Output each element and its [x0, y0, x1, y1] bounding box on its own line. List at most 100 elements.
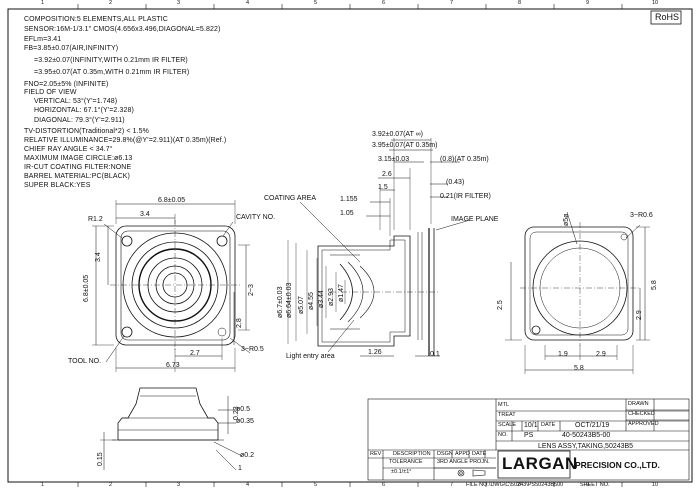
label-scale: SCALE — [498, 422, 517, 428]
border-number: 9 — [586, 0, 590, 6]
spec-line: CHIEF RAY ANGLE < 34.7° — [24, 146, 113, 153]
dim-width: 6.8±0.05 — [158, 197, 186, 204]
dim-side-0-35: ø0.35 — [236, 418, 254, 425]
border-number: 1 — [41, 482, 45, 488]
label-approved: APPROVED — [628, 421, 659, 427]
label-light-entry: Light entry area — [286, 353, 335, 360]
dim-height: 6.8±0.05 — [83, 274, 90, 302]
spec-line: FNO=2.05±5% (INFINITE) — [24, 81, 109, 88]
dim-side-0-2: ø0.2 — [240, 452, 255, 459]
dim-1-05: 1.05 — [340, 210, 354, 217]
dim-chamfer: 3~R0.5 — [241, 346, 264, 353]
border-number: 5 — [314, 0, 318, 6]
dim-dia-4-55: ø4.55 — [308, 292, 315, 310]
dim-dia-6-64: ø6.64±0.03 — [286, 282, 293, 318]
section-view-lines — [287, 138, 471, 357]
label-projection: 3RD ANGLE PROJN. — [437, 459, 490, 465]
border-number: 7 — [450, 482, 454, 488]
spec-line: FIELD OF VIEW — [24, 89, 77, 96]
tolerance-value: ±0.1/±1° — [391, 469, 412, 475]
dim-half-height: 3.4 — [95, 252, 102, 262]
company-name: PRECISION CO.,LTD. — [575, 460, 660, 470]
spec-line: VERTICAL: 53°(Y'=1.748) — [34, 98, 118, 105]
dim-3-15: 3.15±0.03 — [378, 156, 410, 163]
date-value: OCT/21/19 — [575, 422, 610, 429]
dim-dia-5-07: ø5.07 — [298, 296, 305, 314]
company-logo: LARGAN — [502, 454, 578, 473]
dim-rear-2-5: 2.5 — [497, 300, 504, 310]
label-date: DATE — [541, 422, 556, 428]
border-number: 6 — [382, 482, 386, 488]
dim-rear-2-9-v: 2.9 — [636, 310, 643, 320]
label-coating-area: COATING AREA — [264, 195, 316, 202]
dim-rear-2-9-h: 2.9 — [596, 351, 606, 358]
border-number: 4 — [246, 482, 250, 488]
border-number: 3 — [177, 0, 181, 6]
dim-corner-radius: R1.2 — [88, 216, 103, 223]
dim-rear-5-8-v: 5.8 — [651, 280, 658, 290]
border-number: 2 — [109, 0, 113, 6]
label-image-plane: IMAGE PLANE — [451, 216, 499, 223]
spec-line: HORIZONTAL: 67.1°(Y'=2.328) — [34, 107, 134, 114]
dim-1-5: 1.5 — [378, 184, 388, 191]
dim-fb-infinity: 3.92±0.07(AT ∞) — [372, 131, 423, 138]
file-no: FILE NO.\DWG\C\50243\PS50243B500 — [466, 482, 564, 488]
border-number: 3 — [177, 482, 181, 488]
border-number: 4 — [246, 0, 250, 6]
front-view-lines — [92, 200, 251, 372]
rohs-box — [650, 10, 682, 25]
border-ticks — [77, 4, 623, 487]
dim-rear-5-8-h: 5.8 — [574, 365, 584, 372]
dim-2-8: 2.8 — [236, 318, 243, 328]
rev-header: DSGN — [437, 451, 453, 457]
spec-line: EFLm=3.41 — [24, 36, 62, 43]
dim-half-width: 3.4 — [140, 211, 150, 218]
label-tolerance: TOLERANCE — [389, 459, 423, 465]
sheet-no: SHEET NO. — [580, 482, 610, 488]
side-view-lines — [100, 387, 243, 471]
spec-line: MAXIMUM IMAGE CIRCLE:ø6.13 — [24, 155, 133, 162]
scale-value: 10/1 — [524, 422, 538, 429]
spec-line: RELATIVE ILLUMINANCE=29.8%(@Y'=2.911)(AT… — [24, 137, 227, 144]
dim-fb-035: 3.95±0.07(AT 0.35m) — [372, 142, 438, 149]
dim-ir-filter: 0.21(IR FILTER) — [440, 193, 491, 200]
dim-0-8: (0.8)(AT 0.35m) — [440, 156, 489, 163]
dim-side-1: 1 — [238, 465, 242, 472]
dim-rear-chamfer: 3~R0.6 — [630, 212, 653, 219]
drawing-title: LENS ASSY,TAKING,50243B5 — [538, 443, 634, 450]
dim-6-73: 6.73 — [166, 362, 180, 369]
dim-2-6: 2.6 — [382, 171, 392, 178]
label-no: NO. — [498, 432, 508, 438]
spec-line: SUPER BLACK:YES — [24, 182, 91, 189]
label-treat: TREAT — [498, 412, 516, 418]
border-number: 8 — [518, 482, 522, 488]
border-number: 5 — [314, 482, 318, 488]
rear-view-lines — [505, 211, 650, 374]
spec-line: SENSOR:16M-1/3.1" CMOS(4.656x3.496,DIAGO… — [24, 26, 221, 33]
rohs-mark: RoHS — [655, 12, 680, 22]
border-number: 10 — [652, 0, 659, 6]
border-number: 6 — [382, 0, 386, 6]
dim-rear-phi: ø5ø — [563, 213, 570, 226]
dim-1-155: 1.155 — [340, 196, 358, 203]
dim-1-26: 1.26 — [368, 349, 382, 356]
title-block-lines — [367, 398, 690, 481]
dim-2-3: 2~3 — [248, 284, 255, 296]
ps-value: PS — [524, 432, 534, 439]
rev-header: DESCRIPTION — [393, 451, 431, 457]
label-checked: CHECKED — [628, 411, 655, 417]
spec-line: DIAGONAL: 79.3°(Y'=2.911) — [34, 117, 125, 124]
spec-line: FB=3.85±0.07(AIR,INFINITY) — [24, 45, 119, 52]
dim-0-43: (0.43) — [446, 179, 465, 186]
border-number: 9 — [586, 482, 590, 488]
dim-dia-3-44: ø3.44 — [318, 290, 325, 308]
border-number: 2 — [109, 482, 113, 488]
dim-dia-2-93: ø2.93 — [328, 288, 335, 306]
dim-2-7: 2.7 — [190, 350, 200, 357]
rev-header: APPD — [455, 451, 470, 457]
dim-0-1: 0.1 — [430, 351, 440, 358]
dim-side-0-5: ø0.5 — [236, 406, 251, 413]
spec-line: =3.92±0.07(INFINITY,WITH 0.21mm IR FILTE… — [34, 57, 188, 64]
part-number: 40-50243B5-00 — [562, 432, 611, 439]
